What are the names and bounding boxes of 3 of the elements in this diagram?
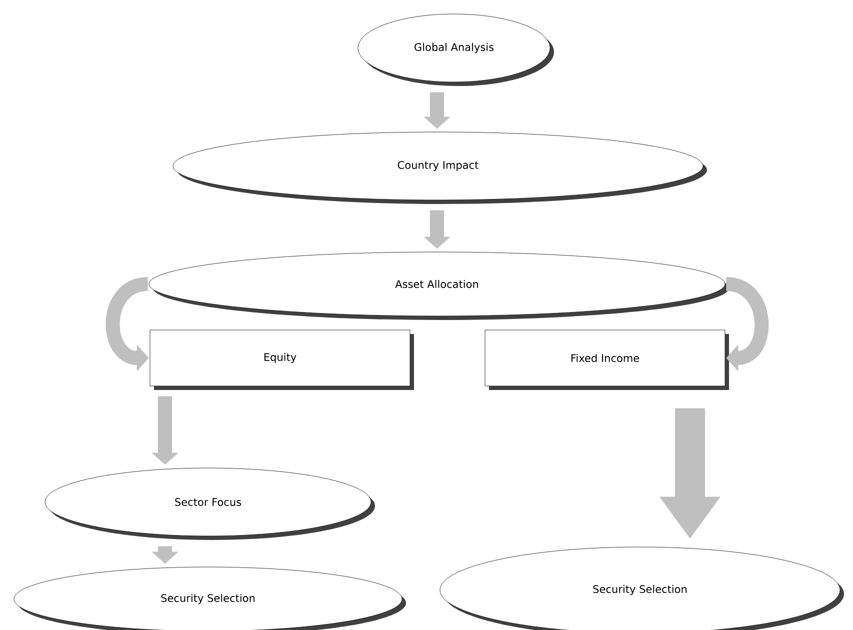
node-label: Security Selection — [161, 594, 255, 604]
process-box: Equity — [150, 330, 414, 390]
process-box: Fixed Income — [484, 330, 729, 390]
